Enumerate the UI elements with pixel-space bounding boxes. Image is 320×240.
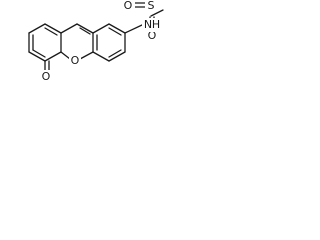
- double-bond-inner: [79, 27, 91, 35]
- bond: [76, 23, 94, 34]
- double-bond-inner: [108, 49, 122, 58]
- bond: [92, 23, 110, 34]
- double-bond-inner: [32, 49, 46, 58]
- bond: [44, 23, 62, 34]
- sulfonyl-oxygen-bottom-label: O: [148, 29, 157, 42]
- bond: [28, 51, 46, 62]
- label-bg: [125, 0, 135, 11]
- sulfur-label: S: [148, 0, 155, 12]
- ring-oxygen-label: O: [71, 54, 80, 67]
- bond: [44, 51, 62, 62]
- right-benzene-ring: [92, 23, 126, 62]
- bond: [92, 51, 110, 62]
- label-bg: [142, 18, 160, 32]
- left-benzene-ring: [28, 23, 62, 62]
- sulfonyl-oxygen-left-label: O: [124, 0, 133, 12]
- amide-nitrogen-label: N: [144, 18, 152, 31]
- bond: [108, 51, 126, 62]
- bond: [150, 9, 164, 17]
- bond: [60, 51, 71, 60]
- amide-hydrogen-label: H: [152, 18, 160, 31]
- label-bg: [145, 0, 156, 12]
- bond: [79, 51, 94, 60]
- bond: [124, 24, 143, 34]
- bond: [60, 23, 78, 34]
- label-bg: [146, 30, 157, 42]
- double-bond-inner: [108, 27, 122, 36]
- bond: [108, 23, 126, 34]
- label-bg: [40, 70, 52, 82]
- chemical-structure: O S O N H O O: [28, 0, 164, 83]
- lactone-ring: [60, 23, 94, 60]
- double-bond-inner: [44, 27, 58, 36]
- atom-labels: O S O N H O O: [40, 0, 160, 83]
- label-bg: [69, 55, 81, 67]
- bond: [28, 23, 46, 34]
- carbonyl-oxygen-label: O: [42, 70, 51, 83]
